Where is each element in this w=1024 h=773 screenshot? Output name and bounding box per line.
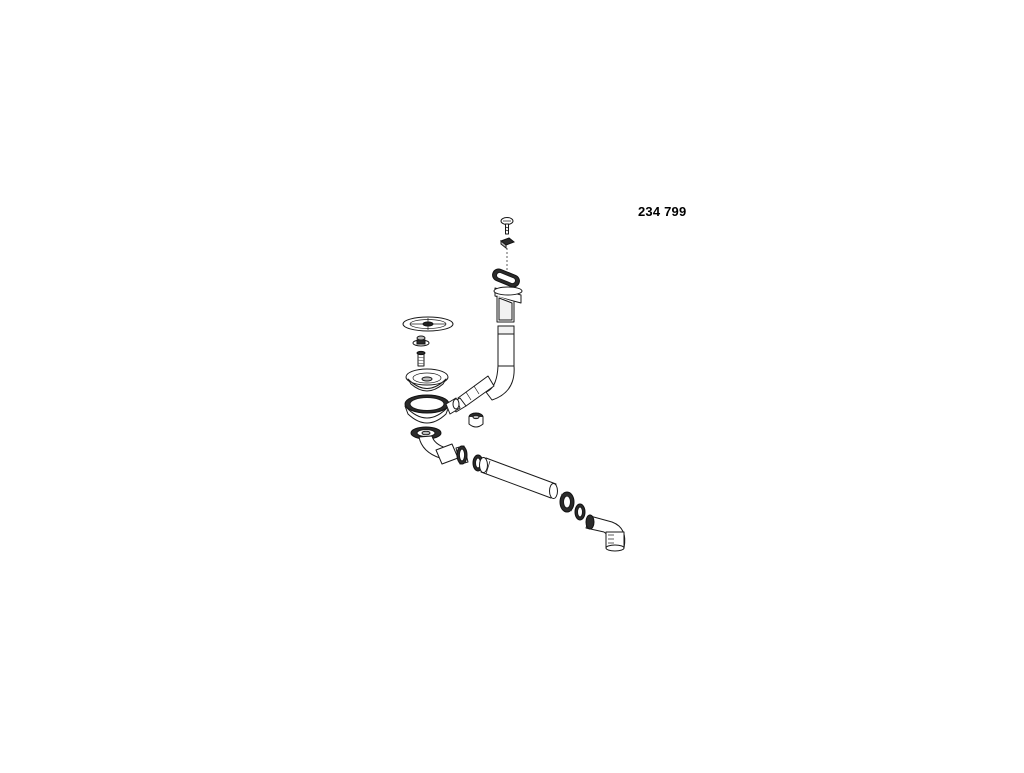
overflow-housing — [493, 286, 523, 323]
adapter-sleeve — [455, 445, 469, 465]
strainer-plug — [402, 316, 454, 332]
overflow-screw — [500, 217, 514, 235]
part-number-label: 234 799 — [638, 204, 687, 219]
outlet-reducer-plug — [468, 412, 484, 428]
overflow-nut — [500, 237, 515, 250]
overflow-cover-gasket — [492, 268, 520, 288]
strainer-spring — [416, 350, 426, 367]
drain-outlet-body — [404, 394, 461, 424]
drain-elbow — [418, 435, 459, 465]
strainer-knob — [412, 335, 430, 347]
main-drain-pipe — [479, 457, 558, 499]
pipe-elbow-90 — [585, 514, 626, 552]
pipe-nut — [559, 491, 575, 513]
sealing-ring-2 — [574, 503, 586, 521]
strainer-basket — [405, 368, 449, 392]
overflow-pipe — [485, 325, 515, 401]
